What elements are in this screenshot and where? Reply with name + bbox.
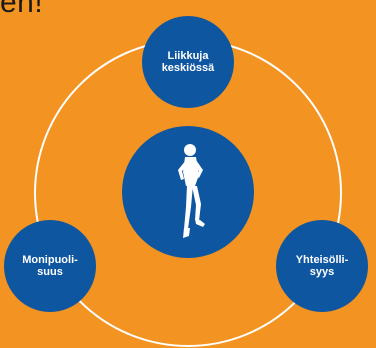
- node-label-left: Monipuoli- suus: [22, 254, 78, 278]
- node-circle-right: [276, 220, 368, 312]
- headline-text: en!: [0, 0, 44, 19]
- node-label-top: Liikkuja keskiössä: [161, 50, 215, 74]
- node-circle-top: [142, 16, 234, 108]
- node-label-right: Yhteisölli- syys: [295, 254, 349, 278]
- runner-icon: [178, 144, 205, 238]
- node-circle-left: [4, 220, 96, 312]
